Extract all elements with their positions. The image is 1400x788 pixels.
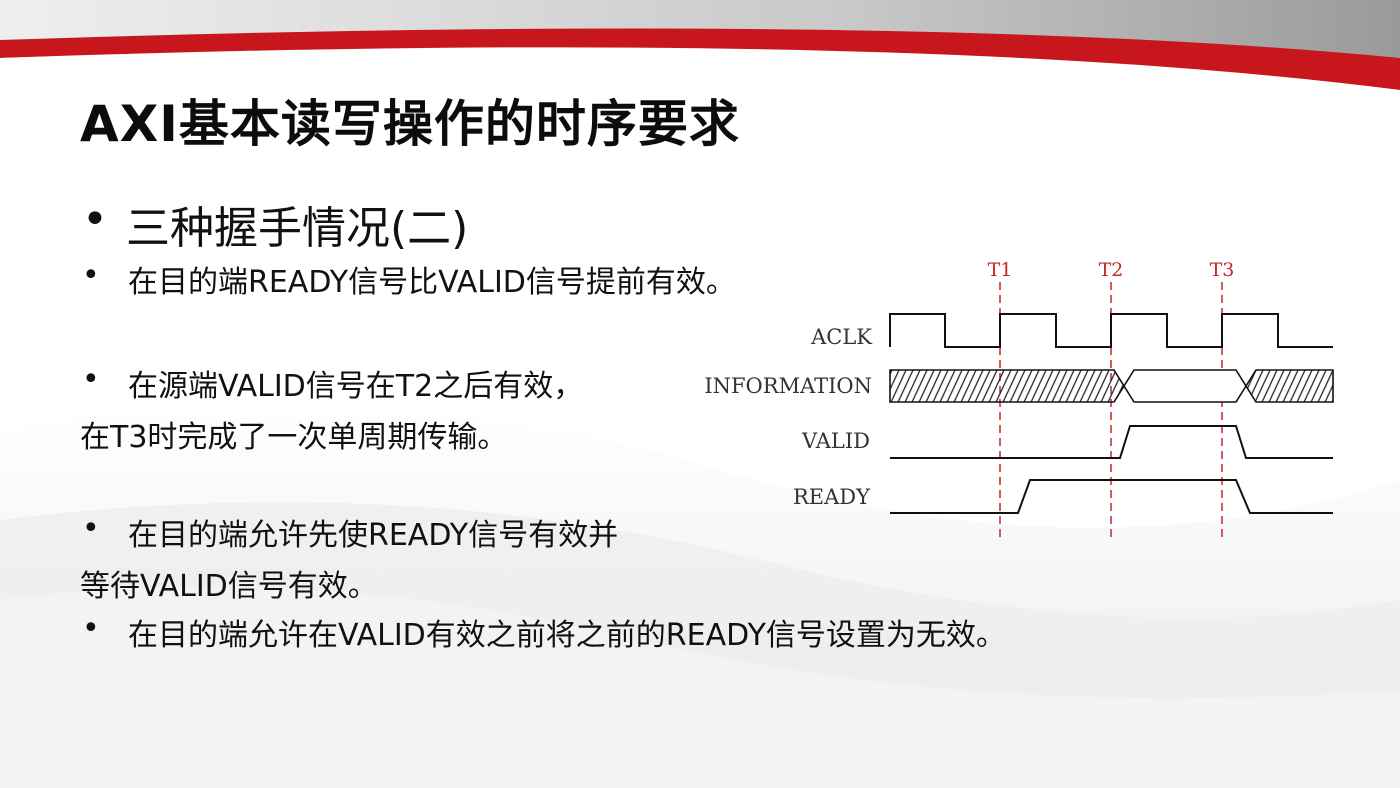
page-title: AXI基本读写操作的时序要求 — [80, 95, 740, 153]
bullet-heading: • — [82, 194, 108, 245]
bullet-1: • — [82, 258, 100, 293]
waveform-information-hatched-b — [1245, 369, 1334, 403]
waveform-ready — [890, 479, 1333, 514]
waveform-information-hatched-a — [889, 369, 1125, 403]
header-red-swoosh — [0, 28, 1400, 90]
waveform-aclk — [889, 313, 1333, 348]
background-wave-3 — [0, 586, 1400, 788]
signal-label-aclk: ACLK — [810, 325, 872, 349]
bullet-text-4: 在目的端允许在VALID有效之前将之前的READY信号设置为无效。 — [128, 618, 1006, 653]
bullet-text-3a: 在目的端允许先使READY信号有效并 — [128, 518, 619, 553]
bullet-4: • — [82, 611, 100, 646]
signal-label-valid: VALID — [801, 429, 870, 453]
bullet-text-3b: 等待VALID信号有效。 — [80, 569, 378, 604]
bullet-3: • — [82, 511, 100, 546]
waveform-information-valid-data — [1123, 369, 1247, 403]
bullet-text-1: 在目的端READY信号比VALID信号提前有效。 — [128, 265, 736, 300]
signal-label-ready: READY — [793, 485, 871, 509]
bullet-text-2a: 在源端VALID信号在T2之后有效， — [128, 369, 584, 404]
signal-label-information: INFORMATION — [704, 374, 872, 398]
marker-label-t2: T2 — [1099, 259, 1124, 281]
marker-label-t1: T1 — [988, 259, 1013, 281]
waveform-valid — [890, 425, 1333, 459]
marker-label-t3: T3 — [1210, 259, 1235, 281]
section-heading: 三种握手情况(二) — [126, 203, 469, 254]
timing-diagram: T1 T2 T3 ACLK INFORMATION VALID READY — [704, 259, 1334, 538]
bullet-text-2b: 在T3时完成了一次单周期传输。 — [80, 420, 508, 455]
bullet-2: • — [82, 362, 100, 397]
